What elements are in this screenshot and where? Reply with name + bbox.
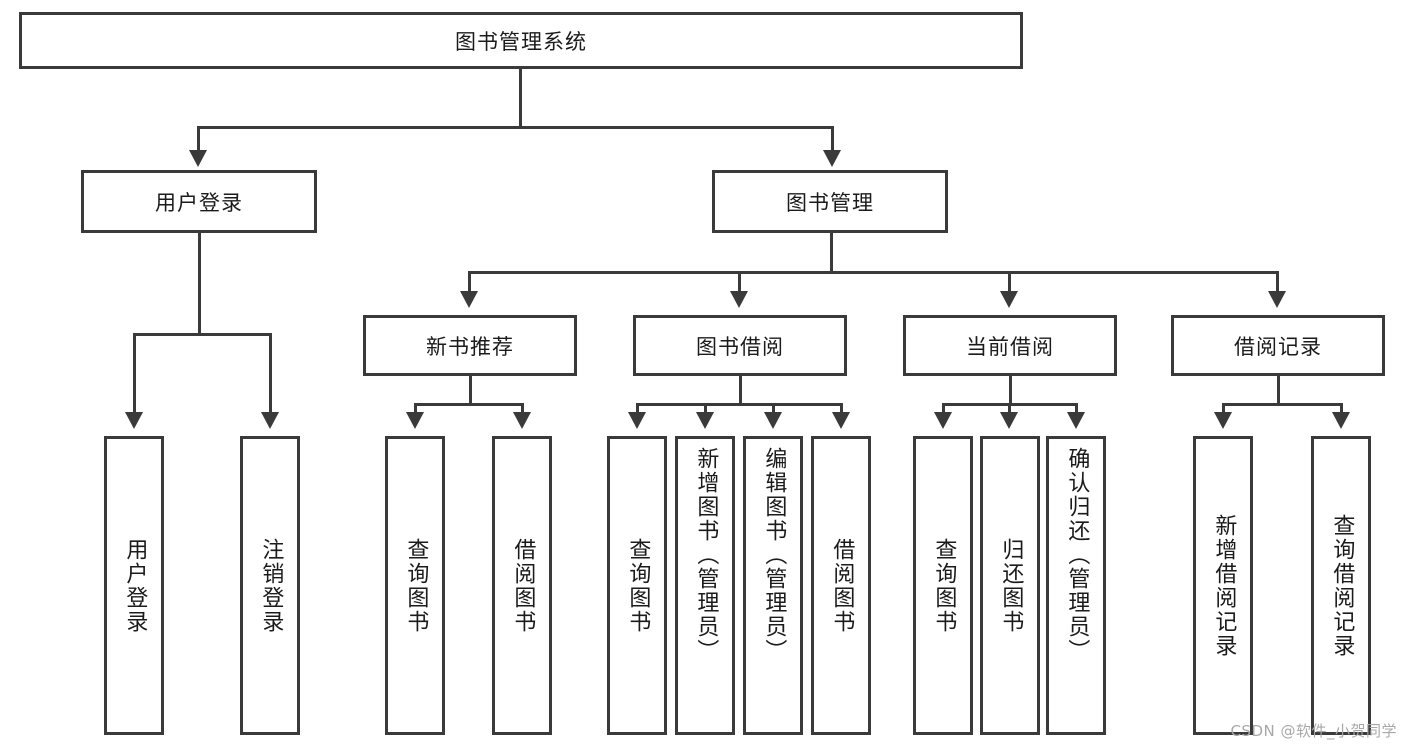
arrow-current-borrow-leaf-1	[934, 412, 952, 429]
arrow-book-mgmt-to-new-book	[460, 291, 478, 308]
leaf-label: 新增图书（管理员）	[693, 447, 719, 663]
arrow-book-borrow-leaf-4	[832, 412, 850, 429]
edge-book-borrow-branch-1	[636, 403, 639, 413]
leaf-new-book-query-book[interactable]: 查询图书	[385, 436, 445, 735]
node-user-login[interactable]: 用户登录	[81, 170, 317, 233]
node-borrow-record[interactable]: 借阅记录	[1171, 315, 1385, 376]
edge-borrow-record-bar	[1222, 403, 1343, 406]
edge-book-borrow-branch-2	[704, 403, 707, 413]
edge-new-book-branch-1	[414, 403, 417, 413]
leaf-book-borrow-query-book[interactable]: 查询图书	[607, 436, 667, 735]
csdn-watermark: CSDN @软件_小贺同学	[1230, 722, 1397, 740]
arrow-book-borrow-leaf-2	[696, 412, 714, 429]
edge-book-mgmt-branch-1	[468, 271, 471, 292]
edge-user-login-bar	[133, 333, 271, 336]
edge-root-to-book-mgmt	[831, 126, 834, 151]
edge-book-borrow-branch-3	[772, 403, 775, 413]
leaf-label: 借阅图书	[829, 537, 855, 634]
edge-new-book-stem	[469, 375, 472, 405]
arrow-book-mgmt-to-current-borrow	[1000, 291, 1018, 308]
edge-root-to-user-login	[197, 126, 200, 151]
node-new-book-recommend[interactable]: 新书推荐	[363, 315, 577, 376]
edge-borrow-record-branch-1	[1222, 403, 1225, 413]
leaf-new-book-borrow-book[interactable]: 借阅图书	[492, 436, 552, 735]
edge-book-mgmt-bar	[468, 271, 1279, 274]
edge-user-login-branch-1	[133, 333, 136, 413]
arrow-book-borrow-leaf-3	[764, 412, 782, 429]
edge-book-mgmt-branch-3	[1008, 271, 1011, 292]
edge-user-login-stem	[198, 232, 201, 335]
leaf-label: 归还图书	[998, 537, 1024, 634]
leaf-label: 借阅图书	[510, 537, 536, 634]
node-root-system[interactable]: 图书管理系统	[19, 12, 1023, 69]
edge-new-book-branch-2	[521, 403, 524, 413]
arrow-user-login-leaf-1	[125, 412, 143, 429]
arrow-new-book-leaf-1	[406, 412, 424, 429]
edge-borrow-record-stem	[1277, 375, 1280, 405]
leaf-label: 查询图书	[625, 537, 651, 634]
edge-book-mgmt-branch-4	[1276, 271, 1279, 292]
edge-root-stem	[519, 68, 522, 128]
edge-current-borrow-stem	[1009, 375, 1012, 405]
leaf-current-borrow-return-book[interactable]: 归还图书	[980, 436, 1040, 735]
edge-user-login-branch-2	[269, 333, 272, 413]
leaf-book-borrow-add-book-admin[interactable]: 新增图书（管理员）	[675, 436, 735, 735]
edge-book-mgmt-stem	[830, 232, 833, 274]
arrow-book-mgmt-to-book-borrow	[730, 291, 748, 308]
arrow-root-to-book-mgmt	[823, 150, 841, 167]
arrow-book-mgmt-to-borrow-record	[1268, 291, 1286, 308]
leaf-label: 查询图书	[931, 537, 957, 634]
arrow-borrow-record-leaf-1	[1214, 412, 1232, 429]
edge-book-borrow-branch-4	[840, 403, 843, 413]
arrow-current-borrow-leaf-2	[1000, 412, 1018, 429]
node-book-management[interactable]: 图书管理	[712, 170, 948, 233]
arrow-borrow-record-leaf-2	[1332, 412, 1350, 429]
leaf-borrow-record-add-record[interactable]: 新增借阅记录	[1193, 436, 1253, 735]
edge-borrow-record-branch-2	[1340, 403, 1343, 413]
arrow-new-book-leaf-2	[513, 412, 531, 429]
leaf-label: 用户登录	[122, 537, 148, 634]
edge-book-borrow-bar	[636, 403, 843, 406]
edge-new-book-bar	[414, 403, 524, 406]
leaf-label: 查询借阅记录	[1329, 513, 1355, 658]
edge-current-borrow-branch-3	[1075, 403, 1078, 413]
leaf-book-borrow-borrow-book[interactable]: 借阅图书	[811, 436, 871, 735]
leaf-label: 新增借阅记录	[1211, 513, 1237, 658]
arrow-user-login-leaf-2	[261, 412, 279, 429]
node-book-borrow[interactable]: 图书借阅	[633, 315, 847, 376]
leaf-book-borrow-edit-book-admin[interactable]: 编辑图书（管理员）	[743, 436, 803, 735]
leaf-label: 编辑图书（管理员）	[761, 447, 787, 663]
arrow-book-borrow-leaf-1	[628, 412, 646, 429]
edge-current-borrow-branch-2	[1008, 403, 1011, 413]
leaf-label: 查询图书	[403, 537, 429, 634]
edge-book-borrow-stem	[739, 375, 742, 405]
leaf-current-borrow-confirm-return-admin[interactable]: 确认归还（管理员）	[1046, 436, 1106, 735]
leaf-user-login-logout[interactable]: 注销登录	[240, 436, 300, 735]
leaf-borrow-record-query-record[interactable]: 查询借阅记录	[1311, 436, 1371, 735]
edge-book-mgmt-branch-2	[738, 271, 741, 292]
leaf-current-borrow-query-book[interactable]: 查询图书	[913, 436, 973, 735]
leaf-user-login-login[interactable]: 用户登录	[104, 436, 164, 735]
edge-current-borrow-branch-1	[942, 403, 945, 413]
node-current-borrow[interactable]: 当前借阅	[903, 315, 1117, 376]
arrow-root-to-user-login	[189, 150, 207, 167]
edge-root-bar	[197, 126, 834, 129]
leaf-label: 注销登录	[258, 537, 284, 634]
leaf-label: 确认归还（管理员）	[1064, 447, 1090, 663]
arrow-current-borrow-leaf-3	[1067, 412, 1085, 429]
